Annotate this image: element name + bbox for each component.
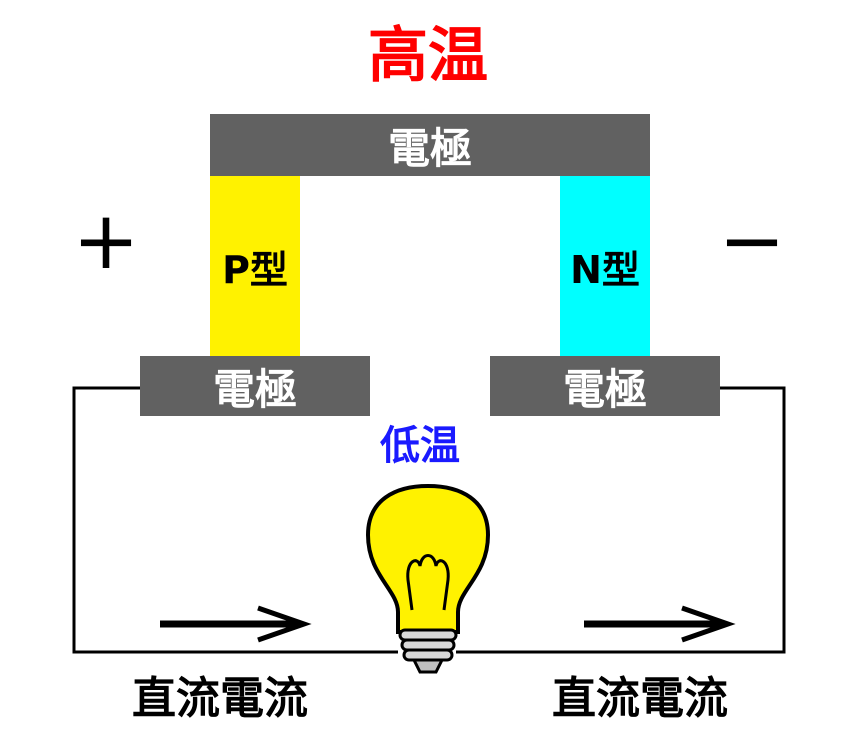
- light-bulb-icon: [365, 483, 491, 674]
- current-label-right: 直流電流: [552, 673, 728, 724]
- arrow-right-icon: [584, 605, 736, 643]
- high-temperature-label: 高温: [368, 20, 488, 91]
- electrode-bottom-right: 電極: [490, 356, 720, 416]
- minus-terminal-sign: −: [718, 193, 786, 287]
- n-type-semiconductor: N型: [560, 176, 650, 356]
- current-label-left: 直流電流: [132, 673, 308, 724]
- low-temperature-label: 低温: [380, 423, 460, 469]
- p-type-semiconductor: P型: [210, 176, 300, 356]
- plus-terminal-sign: +: [72, 193, 140, 287]
- electrode-bottom-left: 電極: [140, 356, 370, 416]
- electrode-top: 電極: [210, 114, 650, 176]
- wire-right: [456, 386, 786, 654]
- arrow-right-icon: [160, 605, 312, 643]
- wire-left: [72, 386, 398, 654]
